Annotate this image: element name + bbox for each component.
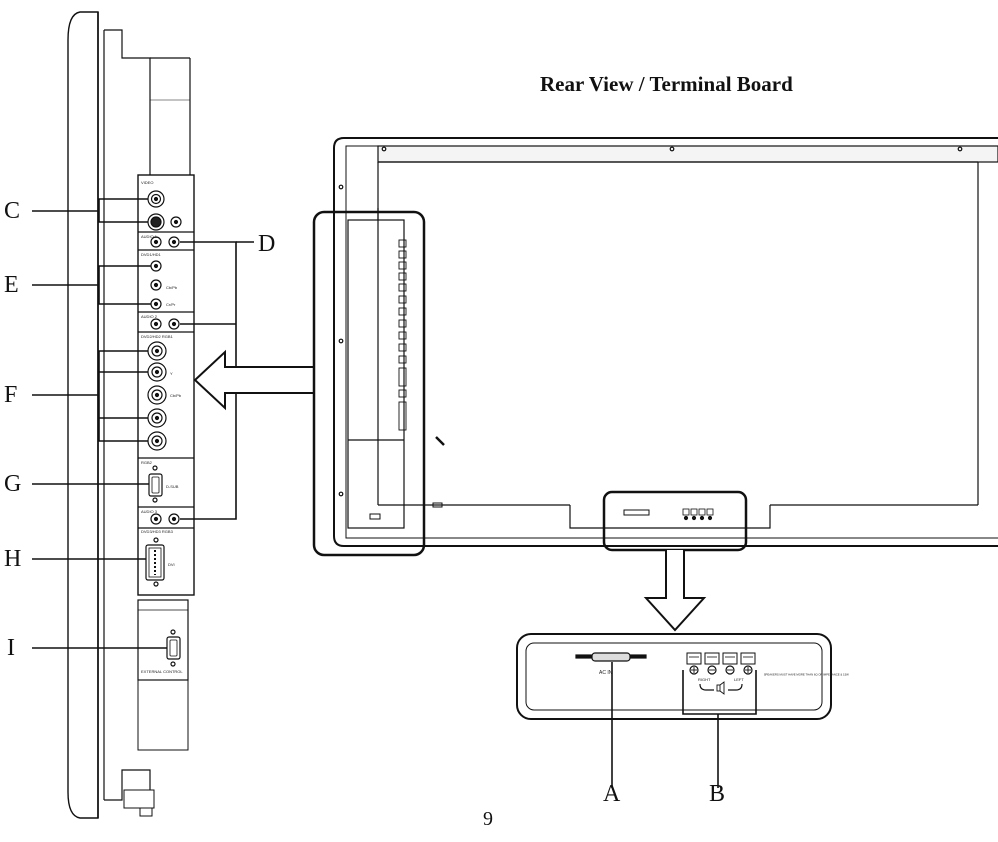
label-left: LEFT — [734, 677, 744, 682]
callout-leaders-ab — [611, 662, 757, 788]
label-audio2: AUDIO 2 — [141, 314, 158, 319]
callout-g: G — [4, 471, 22, 497]
side-terminal-panel: VIDEO AUDIO 1 DVD1/HD1 Cb/Pb Cr/Pr AUDIO… — [137, 174, 195, 596]
label-dvd-hd2-rgb1: DVD2/HD2 RGB1 — [141, 334, 174, 339]
highlight-box-bottom-terminal — [602, 490, 748, 552]
external-control-block: EXTERNAL CONTROL — [137, 599, 189, 751]
side-profile — [67, 11, 191, 819]
callout-d: D — [258, 231, 276, 257]
label-cr-pr-1: Cr/Pr — [166, 302, 176, 307]
label-video: VIDEO — [141, 180, 153, 185]
rear-view-frame — [333, 137, 998, 547]
label-right: RIGHT — [698, 677, 711, 682]
callout-f: F — [4, 382, 18, 408]
callout-a: A — [603, 781, 621, 807]
label-audio1: AUDIO 1 — [141, 234, 158, 239]
diagram-title: Rear View / Terminal Board — [540, 72, 793, 96]
highlight-box-side-panel — [312, 210, 426, 557]
label-dvd3-hd3-rgb3: DVD3/HD3 RGB3 — [141, 529, 174, 534]
callout-e: E — [4, 272, 19, 298]
callout-c: C — [4, 198, 21, 224]
label-external-control: EXTERNAL CONTROL — [141, 669, 183, 674]
label-speaker-note: SPEAKERS MUST HAVE MORE THAN 6Ω OF IMPED… — [764, 673, 849, 677]
arrow-down-icon — [643, 550, 707, 632]
zoomed-terminal-board: AC IN RIGHT LEFT SPEAKERS MUST HAVE MORE… — [516, 633, 849, 720]
label-dvd-hd1: DVD1/HD1 — [141, 252, 162, 257]
callout-leaders — [32, 198, 254, 649]
label-rgb2: RGB2 — [141, 460, 153, 465]
label-cb-pb-1: Cb/Pb — [166, 285, 178, 290]
callout-h: H — [4, 546, 22, 572]
label-y: Y — [170, 371, 173, 376]
callout-b: B — [709, 781, 726, 807]
label-cb-pb-2: Cb/Pb — [170, 393, 182, 398]
callout-i: I — [7, 635, 15, 661]
label-d-sub: D-SUB — [166, 484, 179, 489]
label-ac-in: AC IN — [599, 670, 613, 676]
label-dvi: DVI — [168, 562, 175, 567]
page-number: 9 — [483, 808, 493, 830]
arrow-left-icon — [193, 349, 313, 411]
label-audio3: AUDIO 3 — [141, 509, 158, 514]
